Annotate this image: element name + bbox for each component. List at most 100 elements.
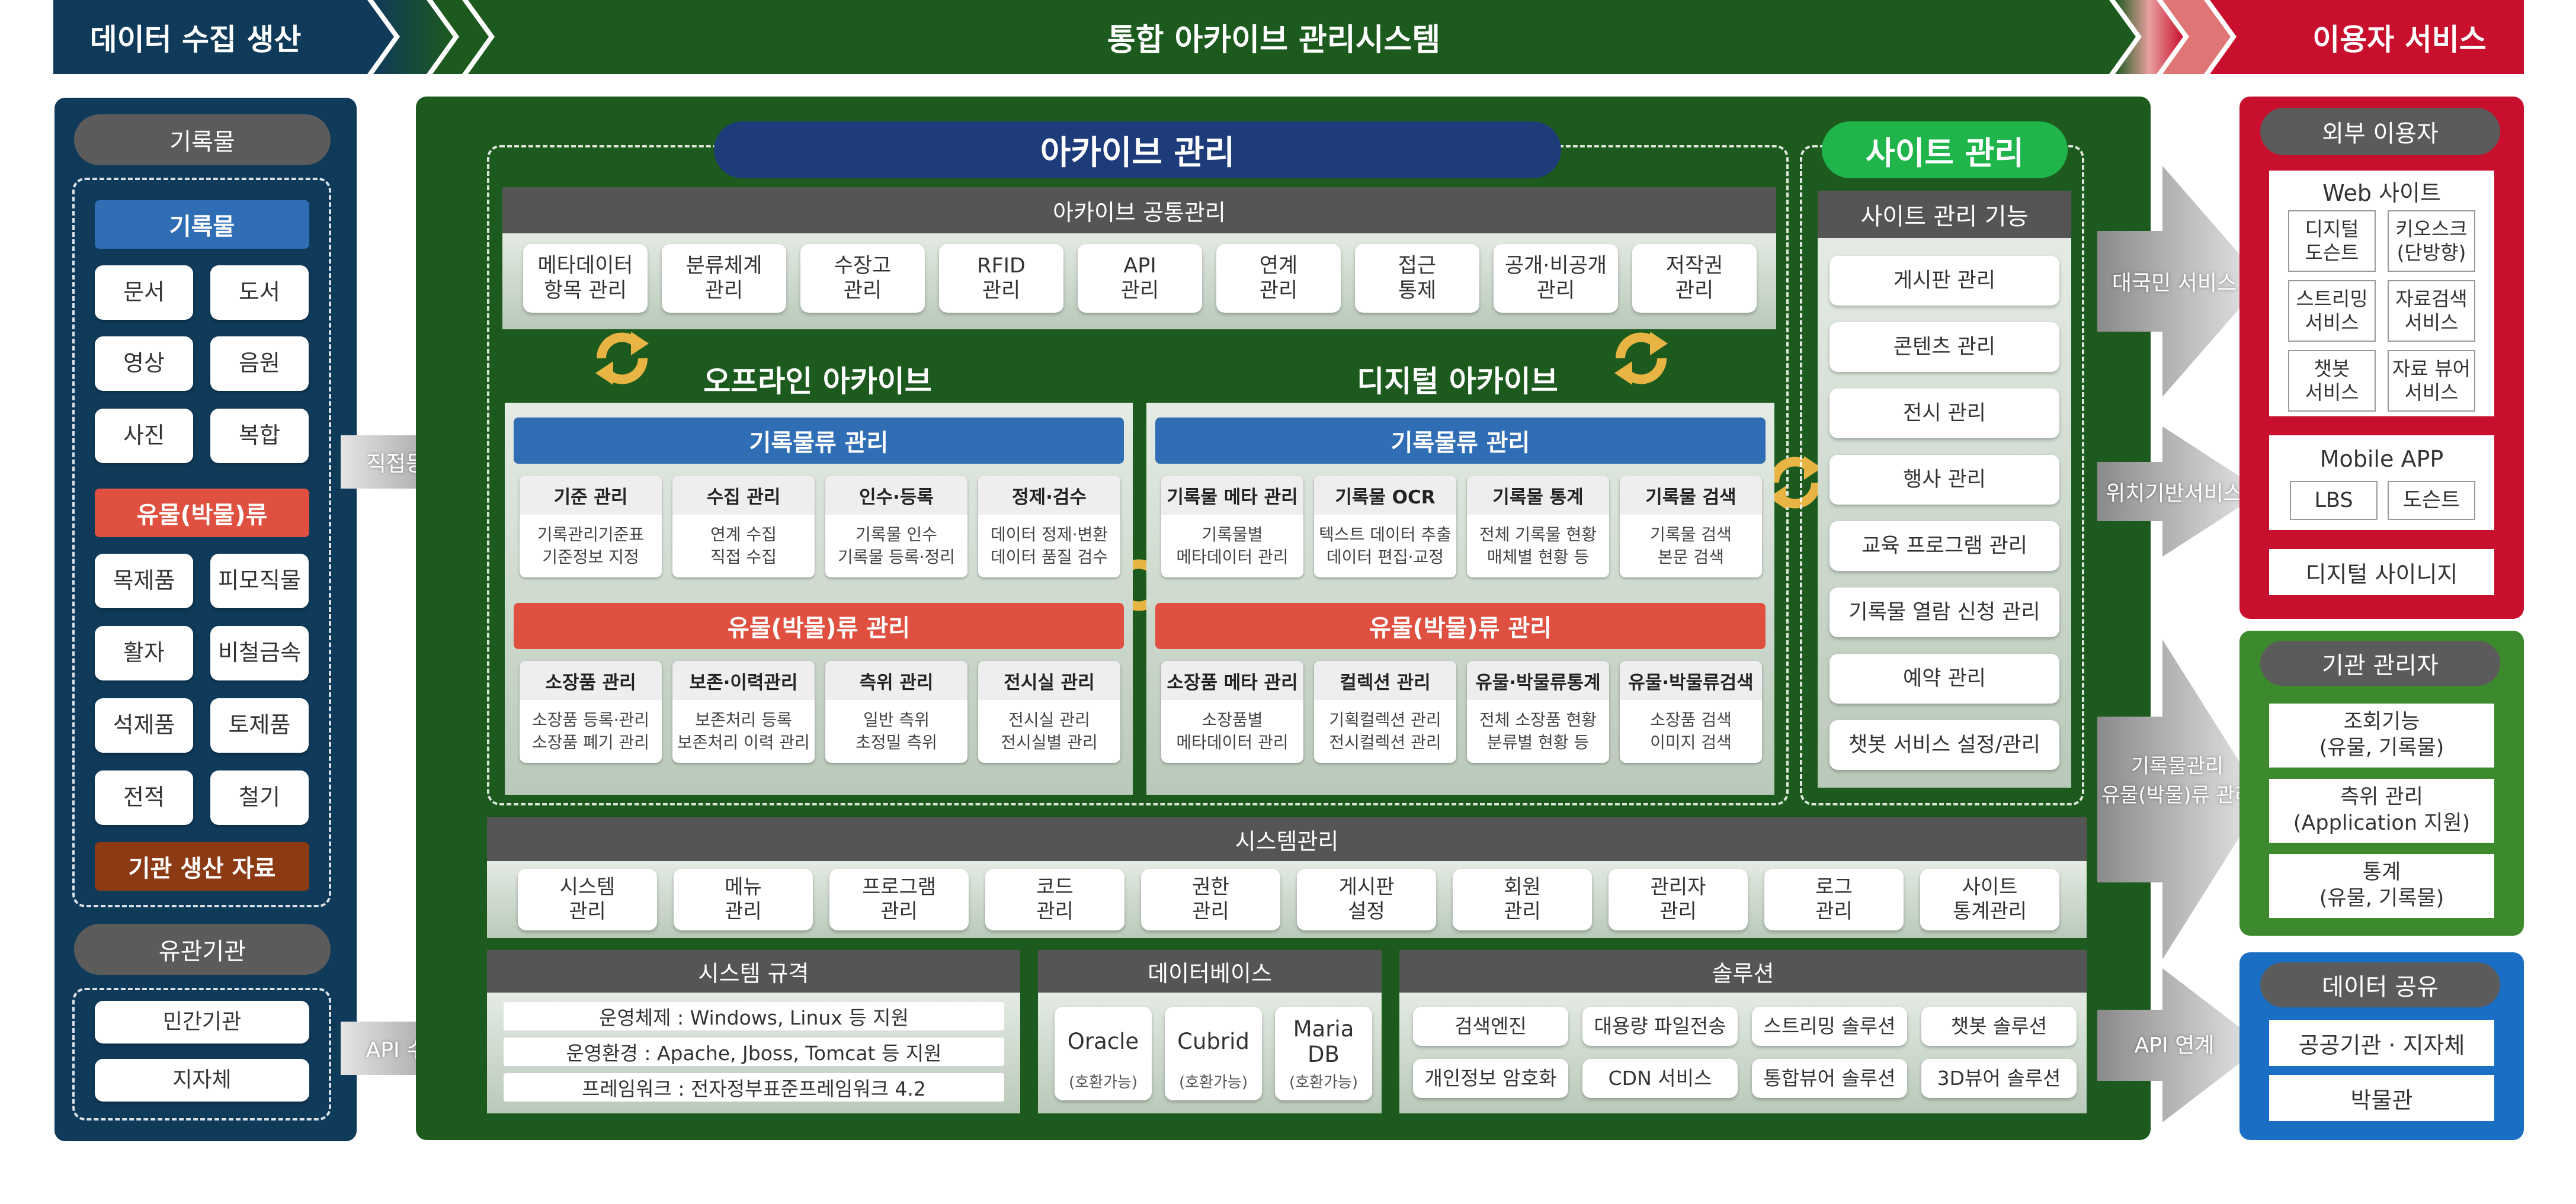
records-dashed-box	[72, 178, 331, 907]
public-service-label: 대국민 서비스	[2112, 271, 2237, 296]
sync-icon	[1768, 456, 1822, 509]
system-item: 시스템 관리	[518, 869, 657, 930]
admin-item: 조회기능 (유물, 기록물)	[2269, 704, 2494, 768]
db-compat: (호환가능)	[1069, 1073, 1138, 1091]
system-item: 프로그램 관리	[829, 869, 969, 930]
function-card-title: 인수·등록	[825, 476, 967, 515]
common-item: 공개·비공개 관리	[1494, 244, 1618, 313]
web-service-item: 챗봇 서비스	[2288, 350, 2376, 412]
mobile-item: LBS	[2290, 481, 2378, 520]
site-function-box	[1818, 238, 2071, 788]
record-item: 문서	[95, 265, 193, 320]
system-item: 로그 관리	[1764, 869, 1904, 930]
api-link-label: API 연계	[2134, 1033, 2215, 1058]
function-card-title: 기록물 통계	[1467, 476, 1609, 515]
common-item: 분류체계 관리	[662, 244, 786, 313]
admin-item: 통계 (유물, 기록물)	[2269, 854, 2494, 918]
function-card-desc: 전시실 관리 전시실별 관리	[1001, 710, 1098, 752]
sync-icon	[1614, 332, 1668, 385]
solution-item: 검색엔진	[1413, 1007, 1568, 1046]
share-item: 박물관	[2269, 1075, 2494, 1121]
record-item: 사진	[95, 409, 193, 463]
function-card-title: 측위 관리	[825, 661, 967, 700]
artifacts-header: 유물(박물)류	[95, 489, 309, 537]
system-item: 메뉴 관리	[674, 869, 813, 930]
db-item	[1055, 1007, 1152, 1100]
banner-center-title: 통합 아카이브 관리시스템	[1107, 23, 1441, 58]
site-function-item: 콘텐츠 관리	[1830, 322, 2059, 372]
public-service-arrow	[2097, 166, 2263, 397]
function-card-title: 기준 관리	[520, 476, 662, 515]
records-mgmt-label: 기록물관리 유물(박물)류 관리	[2101, 754, 2254, 807]
web-service-item: 자료 뷰어 서비스	[2388, 350, 2475, 412]
function-card-desc: 일반 측위 초정밀 측위	[856, 710, 937, 752]
solution-bar: 솔루션	[1399, 950, 2087, 993]
data-share-title: 데이터 공유	[2260, 962, 2500, 1007]
database-bar: 데이터베이스	[1038, 950, 1382, 993]
site-management-title: 사이트 관리	[1822, 121, 2068, 178]
api-link-arrow	[2097, 968, 2263, 1122]
spec-item: 운영환경 : Apache, Jboss, Tomcat 등 지원	[504, 1038, 1004, 1066]
function-card-desc: 기획컬렉션 관리 전시컬렉션 관리	[1329, 710, 1441, 752]
institution-data-header: 기관 생산 자료	[95, 842, 309, 891]
function-card-title: 컬렉션 관리	[1314, 661, 1456, 700]
offline-artifacts-header: 유물(박물)류 관리	[514, 603, 1124, 649]
site-function-item: 게시판 관리	[1830, 256, 2059, 306]
system-item: 회원 관리	[1453, 869, 1592, 930]
site-function-item: 예약 관리	[1830, 654, 2059, 704]
spec-item: 프레임워크 : 전자정부표준프레임워크 4.2	[504, 1073, 1004, 1102]
function-card-desc: 소장품 등록·관리 소장품 폐기 관리	[531, 710, 650, 752]
record-item: 음원	[210, 336, 309, 391]
system-item: 관리자 관리	[1609, 869, 1748, 930]
related-agencies-title: 유관기관	[74, 924, 331, 975]
solution-item: 개인정보 암호화	[1413, 1059, 1568, 1098]
top-banner	[53, 0, 2524, 74]
site-function-item: 기록물 열람 신청 관리	[1830, 587, 2059, 637]
artifact-item: 석제품	[95, 698, 193, 753]
db-compat: (호환가능)	[1179, 1073, 1248, 1091]
function-card-desc: 데이터 정제·변환 데이터 품질 검수	[990, 525, 1108, 567]
system-item: 권한 관리	[1141, 869, 1280, 930]
solution-item: 통합뷰어 솔루션	[1752, 1059, 1907, 1098]
mobile-item: 도슨트	[2388, 481, 2475, 520]
function-card-desc: 기록물 검색 본문 검색	[1650, 525, 1732, 567]
common-item: 연계 관리	[1216, 244, 1341, 313]
related-item: 민간기관	[95, 1001, 309, 1044]
db-name: Maria DB	[1293, 1016, 1354, 1067]
digital-records-header: 기록물류 관리	[1155, 418, 1766, 464]
records-mgmt-arrow	[2097, 640, 2263, 959]
location-service-arrow	[2097, 426, 2263, 557]
function-card-title: 기록물 메타 관리	[1161, 476, 1303, 515]
web-service-item: 키오스크 (단방향)	[2388, 210, 2475, 272]
site-function-item: 전시 관리	[1830, 389, 2059, 438]
artifact-item: 활자	[95, 626, 193, 680]
banner-right-title: 이용자 서비스	[2312, 22, 2487, 57]
function-card-desc: 기록물 인수 기록물 등록·정리	[837, 525, 956, 567]
artifact-item: 피모직물	[210, 554, 309, 608]
artifact-item: 목제품	[95, 554, 193, 608]
db-compat: (호환가능)	[1289, 1073, 1358, 1091]
common-item: 접근 통제	[1355, 244, 1479, 313]
function-card-desc: 기록관리기준표 기준정보 지정	[537, 525, 645, 567]
digital-artifacts-header: 유물(박물)류 관리	[1155, 603, 1766, 649]
web-service-item: 자료검색 서비스	[2388, 280, 2475, 342]
function-card-title: 보존·이력관리	[672, 661, 815, 700]
function-card-title: 유물·박물류통계	[1467, 661, 1609, 700]
admin-title: 기관 관리자	[2260, 641, 2500, 686]
share-item: 공공기관 · 지자체	[2269, 1020, 2494, 1066]
site-function-bar: 사이트 관리 기능	[1818, 191, 2071, 238]
artifact-item: 철기	[210, 770, 309, 825]
common-item: API 관리	[1078, 244, 1202, 313]
offline-records-header: 기록물류 관리	[514, 418, 1124, 464]
system-item: 코드 관리	[985, 869, 1124, 930]
archive-common-bar: 아카이브 공통관리	[502, 187, 1776, 233]
record-item: 도서	[210, 265, 309, 320]
function-card-desc: 전체 소장품 현황 분류별 현황 등	[1479, 710, 1597, 752]
db-name: Cubrid	[1177, 1029, 1249, 1055]
solution-item: 대용량 파일전송	[1582, 1007, 1738, 1046]
offline-archive-title: 오프라인 아카이브	[703, 364, 932, 399]
function-card-title: 기록물 OCR	[1314, 476, 1456, 515]
system-item: 게시판 설정	[1297, 869, 1436, 930]
common-item: 저작권 관리	[1632, 244, 1757, 313]
sync-icon	[595, 332, 649, 385]
